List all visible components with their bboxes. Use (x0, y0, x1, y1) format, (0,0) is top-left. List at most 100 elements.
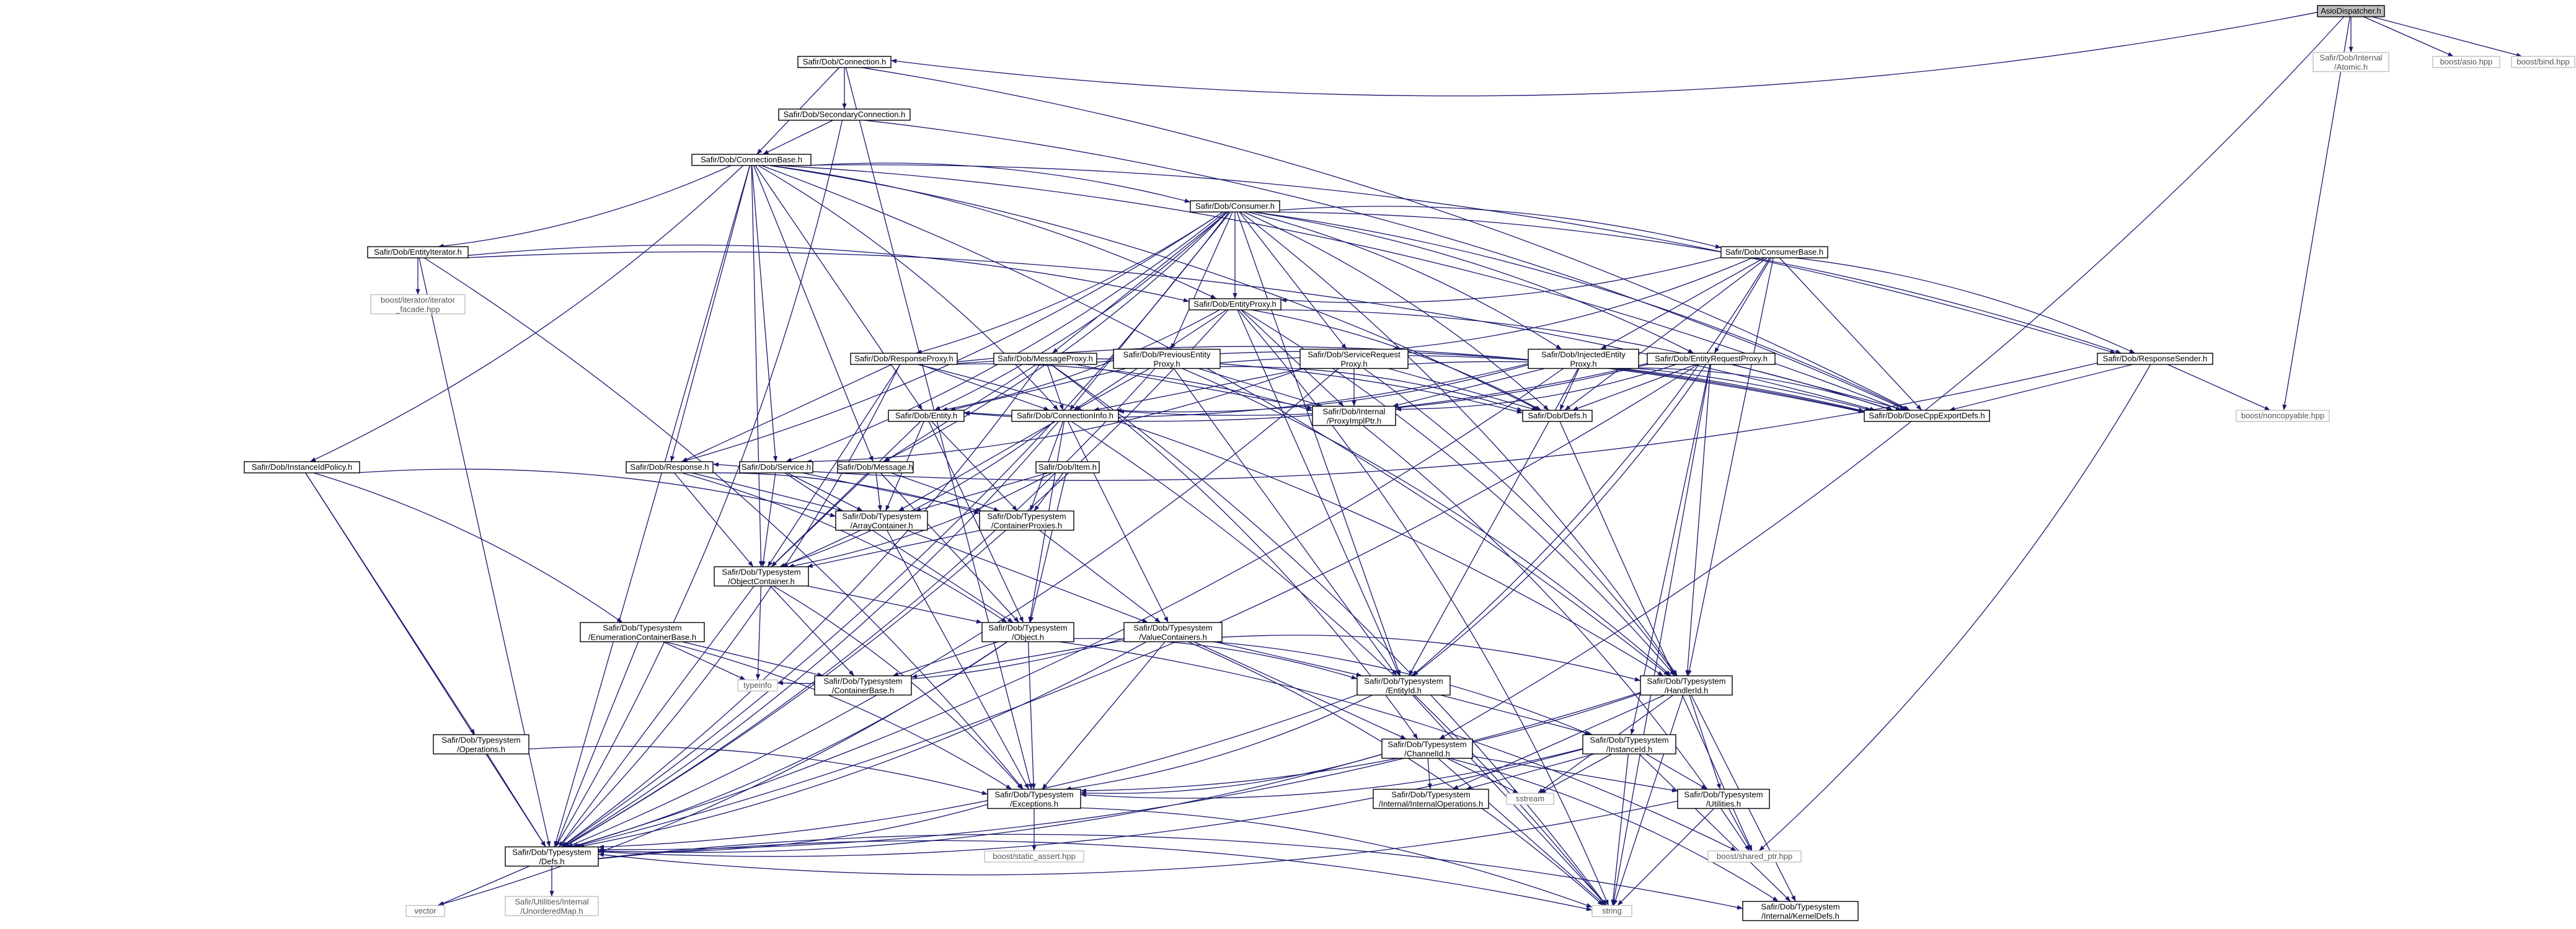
node-connectioninfo[interactable]: Safir/Dob/ConnectionInfo.h (1011, 410, 1119, 422)
node-label: Safir/Dob/Typesystem (1647, 677, 1725, 686)
node-instanceid[interactable]: Safir/Dob/Typesystem/InstanceId.h (1582, 734, 1676, 755)
edge-arrowhead (1688, 348, 1694, 353)
edge-line (771, 421, 921, 567)
edge-line (467, 251, 1876, 411)
edge-line (670, 165, 751, 462)
node-asiodispatcher[interactable]: AsioDispatcher.h (2317, 5, 2385, 17)
node-exceptions[interactable]: Safir/Dob/Typesystem/Exceptions.h (987, 788, 1081, 809)
node-box (739, 461, 813, 473)
edge-connection-to-secondaryconnection (842, 67, 847, 109)
node-utilities[interactable]: Safir/Dob/Typesystem/Utilities.h (1677, 788, 1770, 809)
edge-line (1689, 695, 1721, 790)
edge-exceptions-to-tsdefs (598, 804, 988, 853)
edge-arrowhead (1052, 348, 1058, 353)
edge-arrowhead (415, 289, 420, 295)
node-proxyimplptr[interactable]: Safir/Dob/Internal/ProxyImplPtr.h (1312, 405, 1396, 426)
node-entityproxy[interactable]: Safir/Dob/EntityProxy.h (1188, 298, 1281, 310)
node-dosecppexportdefs[interactable]: Safir/Dob/DoseCppExportDefs.h (1864, 410, 1990, 422)
edge-arrowhead (1043, 406, 1050, 411)
node-service[interactable]: Safir/Dob/Service.h (739, 461, 813, 473)
node-label: Safir/Dob/Typesystem (1684, 790, 1763, 799)
node-connectionbase[interactable]: Safir/Dob/ConnectionBase.h (691, 154, 812, 166)
node-box (835, 510, 928, 531)
node-operations[interactable]: Safir/Dob/Typesystem/Operations.h (433, 734, 529, 755)
edge-previousentityproxy-to-connectioninfo (1074, 368, 1150, 411)
edge-arraycontainer-to-valuecontainers (906, 529, 1148, 623)
edge-line (681, 211, 1223, 462)
node-tsdefs[interactable]: Safir/Dob/Typesystem/Defs.h (505, 846, 599, 867)
node-objectcontainer[interactable]: Safir/Dob/Typesystem/ObjectContainer.h (714, 566, 809, 587)
node-sharedptr: boost/shared_ptr.hpp (1707, 850, 1802, 863)
node-channelid[interactable]: Safir/Dob/Typesystem/ChannelId.h (1381, 738, 1473, 759)
node-secondaryconnection[interactable]: Safir/Dob/SecondaryConnection.h (778, 108, 911, 121)
node-staticassert: boost/static_assert.hpp (984, 850, 1084, 863)
node-label: /EnumerationContainerBase.h (588, 633, 696, 642)
edge-containerproxies-to-valuecontainers (1038, 529, 1161, 623)
node-valuecontainers[interactable]: Safir/Dob/Typesystem/ValueContainers.h (1123, 622, 1223, 643)
edge-handlerid-to-internaloperations (1452, 694, 1665, 790)
node-box (1522, 410, 1593, 422)
node-entityid[interactable]: Safir/Dob/Typesystem/EntityId.h (1357, 675, 1451, 696)
node-message[interactable]: Safir/Dob/Message.h (837, 461, 914, 473)
node-bind: boost/bind.hpp (2511, 56, 2575, 68)
node-connection[interactable]: Safir/Dob/Connection.h (797, 56, 892, 68)
node-consumerbase[interactable]: Safir/Dob/ConsumerBase.h (1720, 246, 1828, 258)
edge-line (2371, 16, 2523, 57)
edge-arrowhead (1154, 617, 1161, 623)
edge-instanceidpolicy-to-arraycontainer (359, 469, 836, 517)
edge-arrowhead (1164, 616, 1169, 623)
node-box (691, 154, 812, 166)
node-handlerid[interactable]: Safir/Dob/Typesystem/HandlerId.h (1640, 675, 1733, 696)
node-label: Safir/Dob/InjectedEntity (1541, 350, 1626, 359)
edge-line (779, 421, 1055, 568)
node-kerneldefs[interactable]: Safir/Dob/Typesystem/Internal/KernelDefs… (1742, 900, 1859, 922)
node-object[interactable]: Safir/Dob/Typesystem/Object.h (981, 622, 1074, 643)
node-entityrequestproxy[interactable]: Safir/Dob/EntityRequestProxy.h (1647, 353, 1776, 365)
node-arraycontainer[interactable]: Safir/Dob/Typesystem/ArrayContainer.h (835, 510, 928, 531)
node-response[interactable]: Safir/Dob/Response.h (626, 461, 714, 473)
edge-line (1093, 368, 1306, 411)
node-item[interactable]: Safir/Dob/Item.h (1035, 461, 1100, 473)
node-entity[interactable]: Safir/Dob/Entity.h (888, 410, 965, 422)
node-responseproxy[interactable]: Safir/Dob/ResponseProxy.h (850, 353, 958, 365)
node-consumer[interactable]: Safir/Dob/Consumer.h (1190, 200, 1280, 213)
node-box (814, 675, 912, 696)
edge-responseproxy-to-handlerid (917, 364, 1664, 677)
edge-line (1268, 211, 2122, 354)
node-containerbase[interactable]: Safir/Dob/Typesystem/ContainerBase.h (814, 675, 912, 696)
node-label: Safir/Dob/Consumer.h (1195, 201, 1275, 211)
edge-arrowhead (1030, 504, 1035, 511)
edge-line (665, 641, 1012, 790)
node-messageproxy[interactable]: Safir/Dob/MessageProxy.h (993, 353, 1097, 365)
edge-connectionbase-to-responsesender (790, 164, 2116, 354)
node-dobdefs[interactable]: Safir/Dob/Defs.h (1522, 410, 1593, 422)
node-entityiterator[interactable]: Safir/Dob/EntityIterator.h (367, 246, 469, 258)
edge-arrowhead (856, 506, 863, 511)
node-enumerationcontainerbase[interactable]: Safir/Dob/Typesystem/EnumerationContaine… (580, 622, 705, 643)
node-instanceidpolicy[interactable]: Safir/Dob/InstanceIdPolicy.h (244, 461, 360, 473)
edge-connectionbase-to-consumer (809, 162, 1191, 203)
node-internaloperations[interactable]: Safir/Dob/Typesystem/Internal/InternalOp… (1373, 788, 1489, 809)
edge-object-to-exceptions (1027, 641, 1036, 790)
edge-objectcontainer-to-typeinfo (756, 586, 762, 680)
node-responsesender[interactable]: Safir/Dob/ResponseSender.h (2097, 353, 2213, 365)
edge-consumer-to-responseproxy (916, 211, 1223, 354)
edge-arrowhead (2282, 404, 2287, 410)
node-label: Safir/Dob/DoseCppExportDefs.h (1869, 411, 1985, 420)
edge-instanceid-to-string (1611, 754, 1629, 906)
node-box (1035, 461, 1100, 473)
edge-arrowhead (1597, 900, 1603, 905)
edge-line (802, 472, 982, 512)
edge-arrowhead (1630, 728, 1635, 735)
edge-arrowhead (877, 505, 882, 511)
node-containerproxies[interactable]: Safir/Dob/Typesystem/ContainerProxies.h (979, 510, 1074, 531)
edge-line (2283, 16, 2351, 411)
edge-line (1238, 309, 1609, 906)
edge-arrowhead (1075, 405, 1081, 410)
edge-valuecontainers-to-handlerid (1221, 635, 1641, 682)
node-label: boost/static_assert.hpp (993, 852, 1076, 861)
node-box (737, 679, 778, 692)
